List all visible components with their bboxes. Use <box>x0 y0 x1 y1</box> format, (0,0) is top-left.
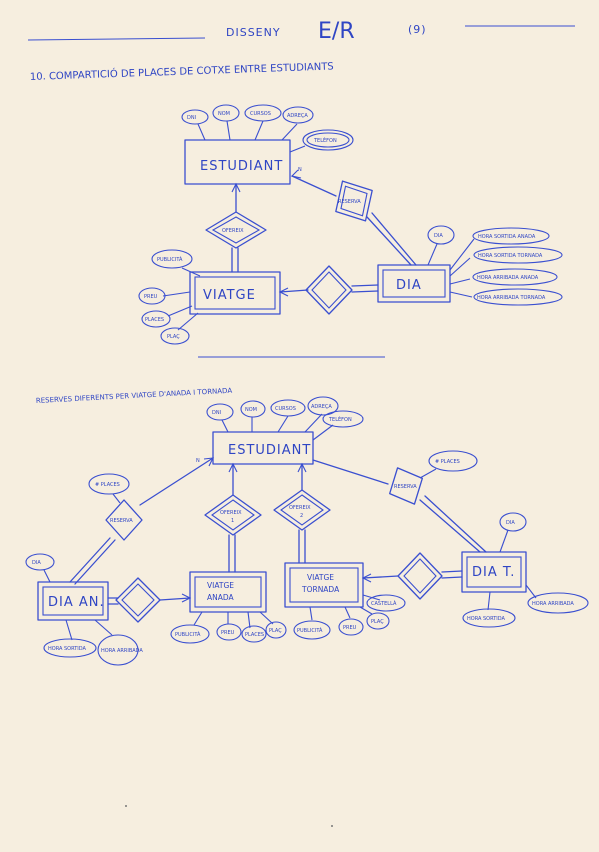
attr-preu-1: PREU <box>144 294 158 300</box>
entity-viatge-anada-label-2: ANADA <box>207 593 235 602</box>
entity-viatge-tornada-label-1: VIATGE <box>307 573 334 582</box>
rel-ofereix-2b <box>273 489 331 531</box>
header-left: DISSENY <box>226 26 281 39</box>
rel-ofereix-1 <box>205 211 267 249</box>
attr-nom-1: NOM <box>218 111 230 117</box>
attr-publicita-1: PUBLICITÀ <box>157 256 183 263</box>
attr-dni-2: DNI <box>212 410 221 416</box>
entity-estudiant-2 <box>212 431 314 465</box>
attr-dni-1: DNI <box>187 115 196 121</box>
attrs-anada: PUBLICITÀ PREU PLACES PLAÇ <box>170 611 287 644</box>
rel-reserva-left <box>105 499 143 541</box>
attr-publicita-to: PUBLICITÀ <box>297 627 323 634</box>
header-rule-left <box>27 37 206 41</box>
attr-places-an: PLACES <box>245 632 264 638</box>
entity-estudiant-2-label: ESTUDIANT <box>228 443 311 458</box>
cardinality-n-2: N <box>196 458 200 464</box>
attrs-dia-1: DIA HORA SORTIDA ANADA HORA SORTIDA TORN… <box>427 225 563 306</box>
attr-places-1: PLACES <box>145 317 164 323</box>
attrs-tornada: PUBLICITÀ PREU PLAÇ CASTELLÀ <box>293 594 406 640</box>
attr-ha-an: HORA ARRIBADA <box>101 648 143 654</box>
section2-title: RESERVES DIFERENTS PER VIATGE D'ANADA I … <box>36 387 233 405</box>
attr-plac-an: PLAÇ <box>269 628 282 634</box>
cardinality-n-1: N <box>298 167 302 173</box>
attr-haa-1: HORA ARRIBADA ANADA <box>477 275 539 281</box>
attrs-viatge-1: PUBLICITÀ PREU PLACES PLAÇ <box>138 249 201 345</box>
attr-plac-1: PLAÇ <box>167 334 180 340</box>
attr-plac-to: PLAÇ <box>371 619 384 625</box>
rel-reserva-left-label: RESERVA <box>110 518 133 524</box>
attrs-dia-an: DIA HORA SORTIDA HORA ARRIBADA <box>25 553 143 666</box>
arrow-est-1 <box>231 182 241 193</box>
entity-viatge-anada-label-1: VIATGE <box>207 581 234 590</box>
attr-dia-1: DIA <box>434 233 443 239</box>
attr-telefon-2: TELÈFON <box>328 415 352 423</box>
rel-ofereix-2b-label: OFEREIX <box>289 505 311 511</box>
section1-title: 10. COMPARTICIÓ DE PLACES DE COTXE ENTRE… <box>30 59 334 83</box>
rel-viatge-dia-1 <box>305 265 353 315</box>
rel-dia-an-anada <box>115 577 161 623</box>
entity-viatge-1 <box>189 271 281 315</box>
attr-preu-to: PREU <box>343 625 357 631</box>
entity-estudiant-1 <box>184 139 291 185</box>
attr-castella-to: CASTELLÀ <box>371 600 397 607</box>
entity-viatge-tornada-label-2: TORNADA <box>301 585 340 594</box>
attr-dia-t: DIA <box>506 520 515 526</box>
entity-viatge-anada <box>189 571 267 613</box>
entity-viatge-tornada <box>284 562 364 608</box>
attrs-estudiant-2: DNI NOM CURSOS ADREÇA TELÈFON <box>206 396 364 441</box>
rel-tornada-dia-t <box>397 552 443 600</box>
attr-adreca-1: ADREÇA <box>287 113 308 119</box>
attr-publicita-an: PUBLICITÀ <box>175 631 201 638</box>
rel-reserva-1-label: RESERVA <box>338 199 361 205</box>
rel-ofereix-2a <box>204 494 262 536</box>
entity-dia-1-label: DIA <box>396 278 422 293</box>
attr-places-right: # PLACES <box>435 459 460 465</box>
header-right: (9) <box>408 23 427 36</box>
attr-hs-t: HORA SORTIDA <box>467 616 505 622</box>
rel-ofereix-1-label: OFEREIX <box>222 228 244 234</box>
attr-hat-1: HORA ARRIBADA TORNADA <box>477 295 546 301</box>
attr-hsa-1: HORA SORTIDA ANADA <box>478 234 536 240</box>
entity-viatge-1-label: VIATGE <box>203 288 256 303</box>
entity-dia-an-label: DIA AN. <box>48 595 105 610</box>
entity-dia-t-label: DIA T. <box>472 565 515 580</box>
attr-preu-an: PREU <box>221 630 235 636</box>
attr-ha-t: HORA ARRIBADA <box>532 601 574 607</box>
attr-hst-1: HORA SORTIDA TORNADA <box>478 253 543 259</box>
attr-dia-an: DIA <box>32 560 41 566</box>
rel-reserva-right <box>389 467 423 505</box>
attrs-estudiant-1: DNI NOM CURSOS ADREÇA TELÈFON <box>181 104 354 153</box>
rel-ofereix-2a-label: OFEREIX <box>220 510 242 516</box>
rel-ofereix-2a-num: 1 <box>231 518 234 524</box>
attr-nom-2: NOM <box>245 407 257 413</box>
rel-reserva-right-label: RESERVA <box>394 484 417 490</box>
rel-ofereix-2b-num: 2 <box>300 513 303 519</box>
rel-reserva-1 <box>335 180 373 222</box>
attr-adreca-2: ADREÇA <box>311 404 332 410</box>
entity-estudiant-1-label: ESTUDIANT <box>200 159 283 174</box>
attr-places-left: # PLACES <box>95 482 120 488</box>
entity-dia-an <box>37 581 109 621</box>
entity-dia-t <box>461 551 527 593</box>
attr-telefon-1: TELÈFON <box>313 136 337 144</box>
attr-cursos-1: CURSOS <box>250 111 271 117</box>
attr-hs-an: HORA SORTIDA <box>48 646 86 652</box>
header-mid: E/R <box>318 19 355 44</box>
attrs-dia-t: DIA HORA SORTIDA HORA ARRIBADA <box>462 512 589 628</box>
attr-cursos-2: CURSOS <box>275 406 296 412</box>
